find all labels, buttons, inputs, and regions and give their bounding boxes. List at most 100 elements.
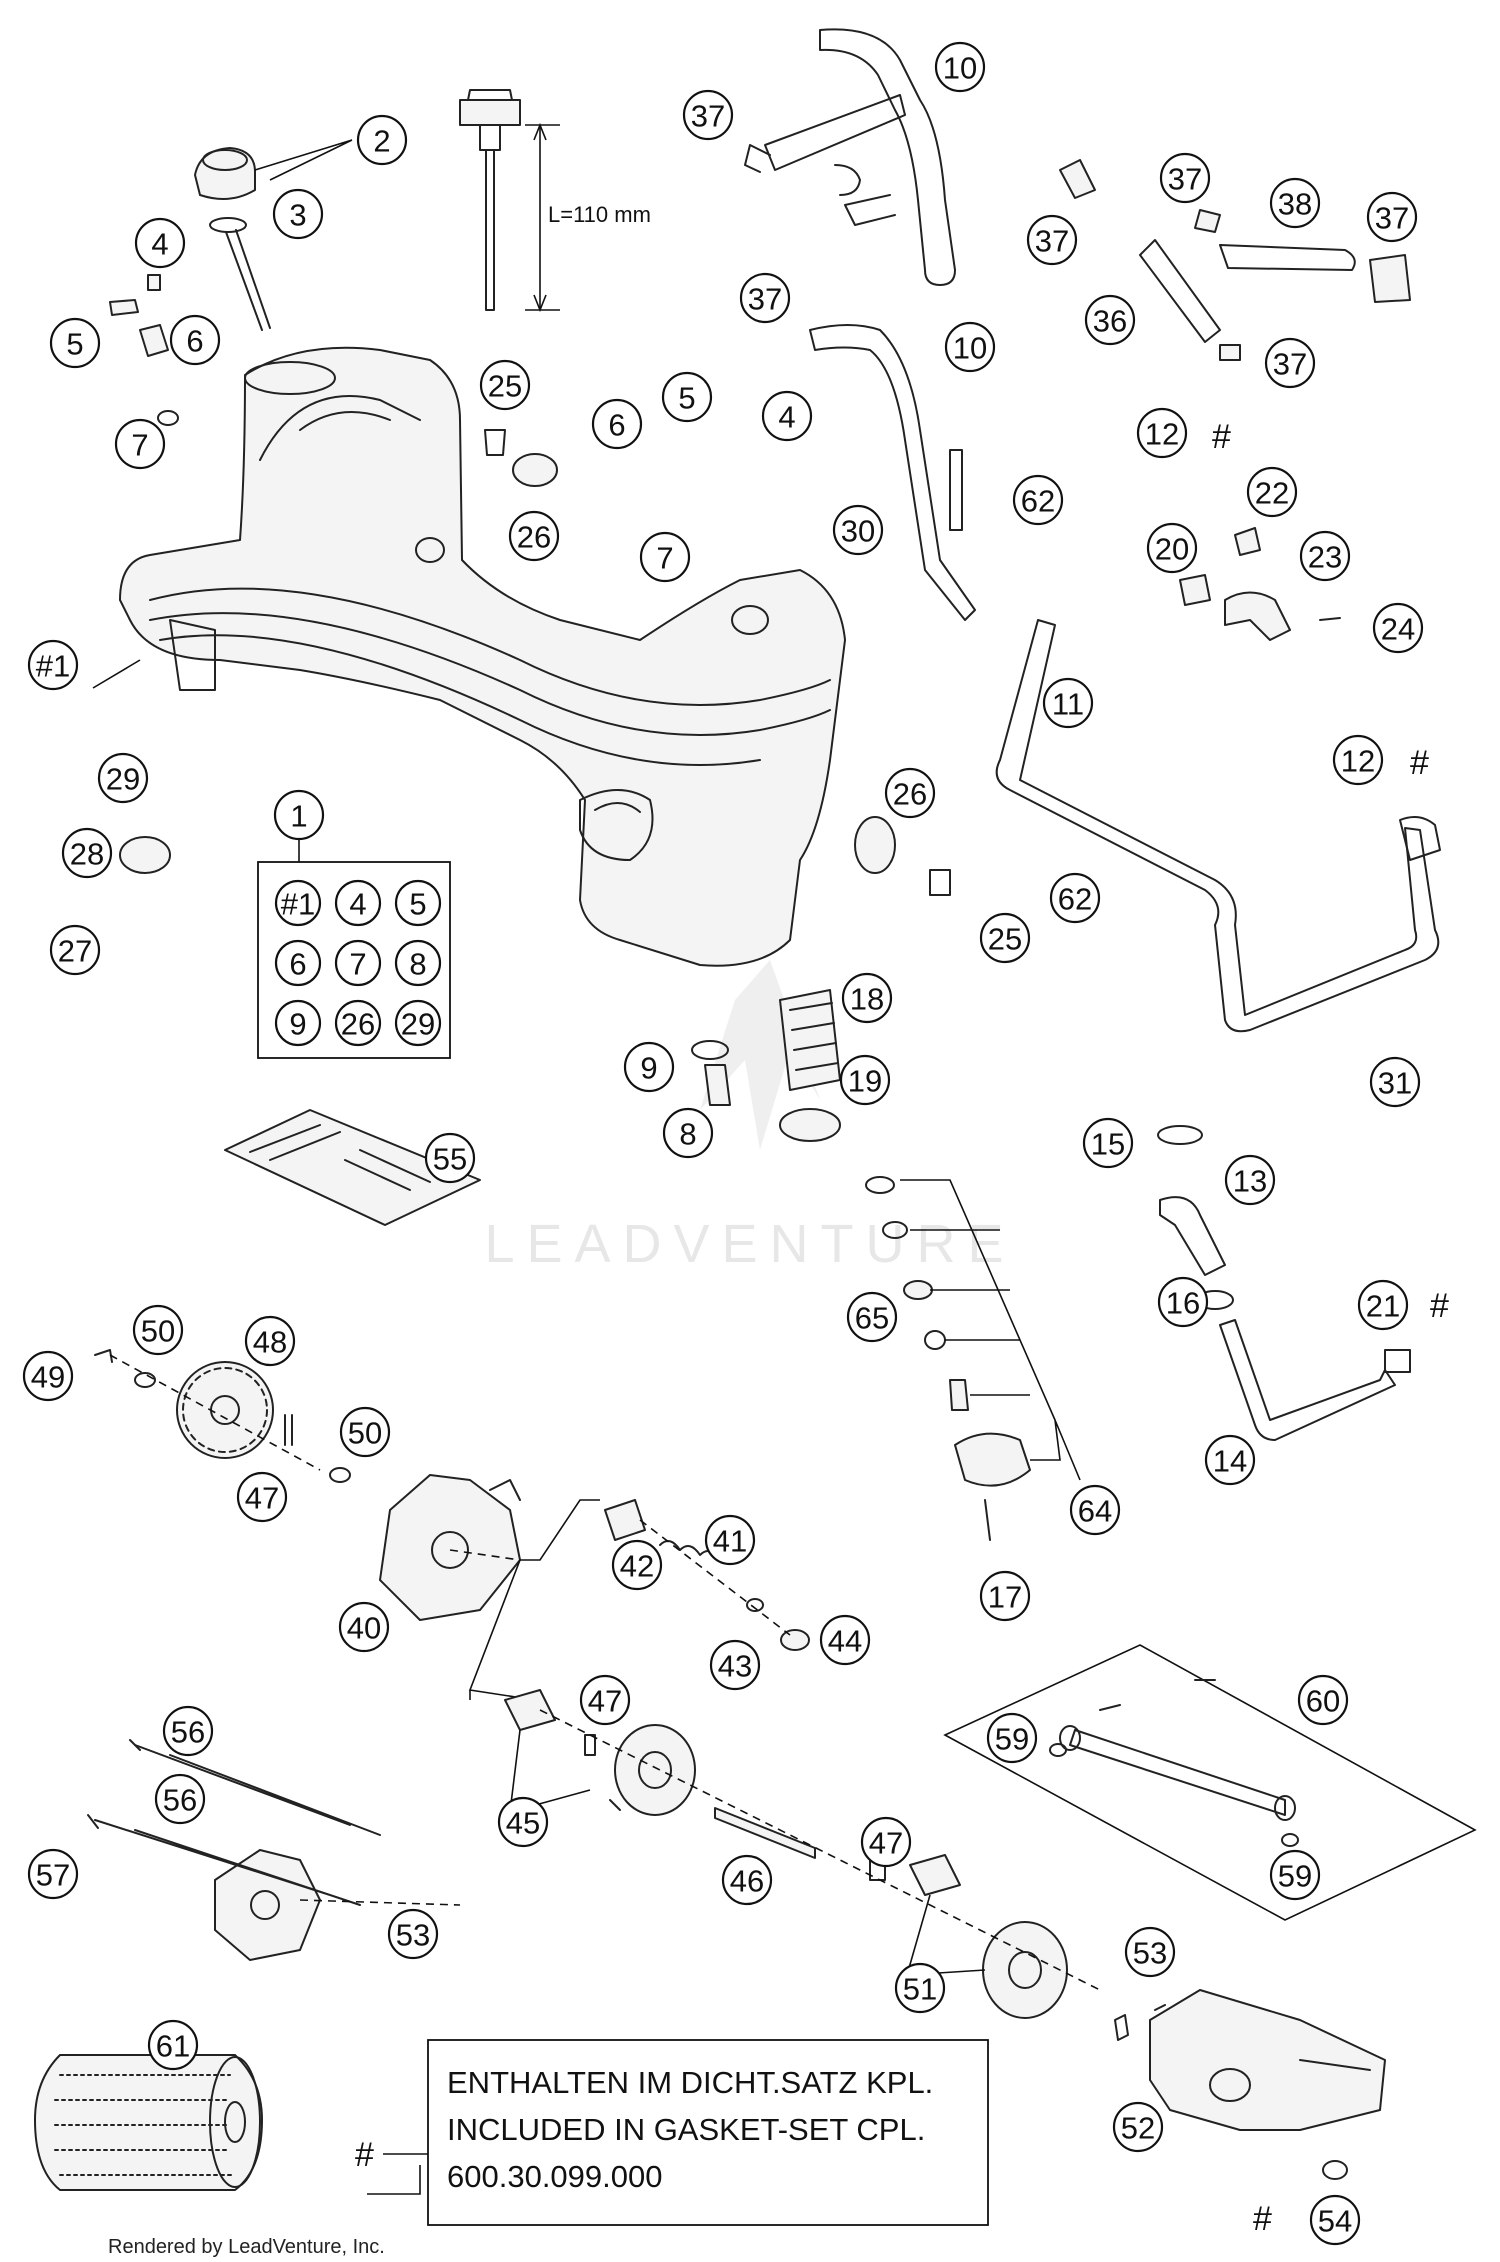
callout-c5a-label: 5 <box>66 327 83 362</box>
callout-c41-circle <box>704 1514 756 1566</box>
callout-c7b-circle <box>639 531 691 583</box>
hash-mark-h54: # <box>1253 2200 1272 2238</box>
callout-c40-circle <box>338 1601 390 1653</box>
callout-c6a-circle <box>169 314 221 366</box>
callout-c37c: 37 <box>1026 214 1078 266</box>
callout-c27: 27 <box>49 924 101 976</box>
callout-c53a: 53 <box>387 1908 439 1960</box>
callout-c50b-circle <box>339 1406 391 1458</box>
callout-c65-circle <box>846 1291 898 1343</box>
callout-c48-label: 48 <box>253 1325 287 1360</box>
callout-c11-circle <box>1042 677 1094 729</box>
callout-c26b-circle <box>884 767 936 819</box>
callout-c59a-circle <box>986 1712 1038 1764</box>
filler-cap <box>194 147 271 331</box>
callout-c37b: 37 <box>1159 152 1211 204</box>
callout-c60-label: 60 <box>1306 1684 1340 1719</box>
callout-c2: 2 <box>356 114 408 166</box>
callout-c15-label: 15 <box>1091 1127 1125 1162</box>
callout-c26a-circle <box>508 510 560 562</box>
callout-c8: 8 <box>662 1107 714 1159</box>
kit-legend-item-0: #1 <box>274 879 322 927</box>
callout-c42-label: 42 <box>620 1549 654 1584</box>
oil-pipe-60 <box>943 1644 1477 1921</box>
callout-c59b-circle <box>1269 1849 1321 1901</box>
kit-legend-item-1-label: 4 <box>349 887 366 922</box>
callout-c29: 29 <box>97 752 149 804</box>
hose-13-14 <box>1157 1125 1411 1441</box>
callout-c62a-label: 62 <box>1021 484 1055 519</box>
callout-c16-circle <box>1157 1276 1209 1328</box>
callout-c3-label: 3 <box>289 198 306 233</box>
kit-legend-item-4: 7 <box>334 939 382 987</box>
callout-c65-label: 65 <box>855 1301 889 1336</box>
pump-housing-40 <box>379 1474 600 1701</box>
callout-c56b: 56 <box>154 1773 206 1825</box>
gasket-note: # ENTHALTEN IM DICHT.SATZ KPL. INCLUDED … <box>355 2039 989 2226</box>
callout-c12a-label: 12 <box>1145 417 1179 452</box>
callout-c37d-label: 37 <box>1375 201 1409 236</box>
hash-mark-h12a: # <box>1212 418 1231 456</box>
callout-c46: 46 <box>721 1854 773 1906</box>
kit-legend-item-8-circle <box>394 999 442 1047</box>
callout-c18-label: 18 <box>850 982 884 1017</box>
callout-c18-circle <box>841 972 893 1024</box>
callout-c7a: 7 <box>114 418 166 470</box>
callout-c25a-label: 25 <box>488 369 522 404</box>
callout-c49-label: 49 <box>31 1360 65 1395</box>
callout-c4a-label: 4 <box>151 227 168 262</box>
callout-c12a: 12 <box>1136 407 1188 459</box>
callout-c37c-label: 37 <box>1035 224 1069 259</box>
callout-c19: 19 <box>839 1054 891 1106</box>
callout-c37a-label: 37 <box>691 99 725 134</box>
callout-c59a: 59 <box>986 1712 1038 1764</box>
callout-c30-label: 30 <box>841 514 875 549</box>
callout-c28-label: 28 <box>70 837 104 872</box>
callout-c26a-label: 26 <box>517 520 551 555</box>
callout-c26b-label: 26 <box>893 777 927 812</box>
callout-c6b: 6 <box>591 398 643 450</box>
callout-c26a: 26 <box>508 510 560 562</box>
callout-c62a-circle <box>1012 474 1064 526</box>
callout-c22-circle <box>1246 466 1298 518</box>
callout-c41: 41 <box>704 1514 756 1566</box>
callout-c47c-label: 47 <box>869 1826 903 1861</box>
dimension-label: L=110 mm <box>548 202 651 227</box>
oil-strainer <box>691 989 841 1142</box>
callout-c10b: 10 <box>944 321 996 373</box>
callout-c47b-label: 47 <box>588 1684 622 1719</box>
callout-c47b-circle <box>579 1674 631 1726</box>
callout-c20-circle <box>1146 522 1198 574</box>
callout-c2-label: 2 <box>373 124 390 159</box>
callout-c38: 38 <box>1269 177 1321 229</box>
callout-c19-circle <box>839 1054 891 1106</box>
callout-c50a-label: 50 <box>141 1314 175 1349</box>
callout-c37b-circle <box>1159 152 1211 204</box>
callout-c59b-label: 59 <box>1278 1859 1312 1894</box>
callout-c29-circle <box>97 752 149 804</box>
callout-c42-circle <box>611 1539 663 1591</box>
callout-c4a: 4 <box>134 217 186 269</box>
hoses-36-38 <box>1059 159 1411 361</box>
callout-c52-label: 52 <box>1121 2111 1155 2146</box>
kit-legend-item-6-label: 9 <box>289 1007 306 1042</box>
callout-c12b-circle <box>1332 734 1384 786</box>
callout-c57-label: 57 <box>36 1858 70 1893</box>
callout-c51-label: 51 <box>903 1972 937 2007</box>
callout-c10a: 10 <box>934 41 986 93</box>
callout-c45-label: 45 <box>506 1806 540 1841</box>
callout-c5b-label: 5 <box>678 381 695 416</box>
callout-c23-circle <box>1299 530 1351 582</box>
callout-c38-circle <box>1269 177 1321 229</box>
callout-c41-label: 41 <box>713 1524 747 1559</box>
callout-c14-label: 14 <box>1213 1444 1247 1479</box>
callout-c51-circle <box>894 1962 946 2014</box>
callout-c8-circle <box>662 1107 714 1159</box>
callout-c37f: 37 <box>1264 337 1316 389</box>
callout-c56b-circle <box>154 1773 206 1825</box>
callout-c54-circle <box>1309 2194 1361 2246</box>
callout-c43-circle <box>709 1639 761 1691</box>
callout-c11-label: 11 <box>1052 687 1084 722</box>
